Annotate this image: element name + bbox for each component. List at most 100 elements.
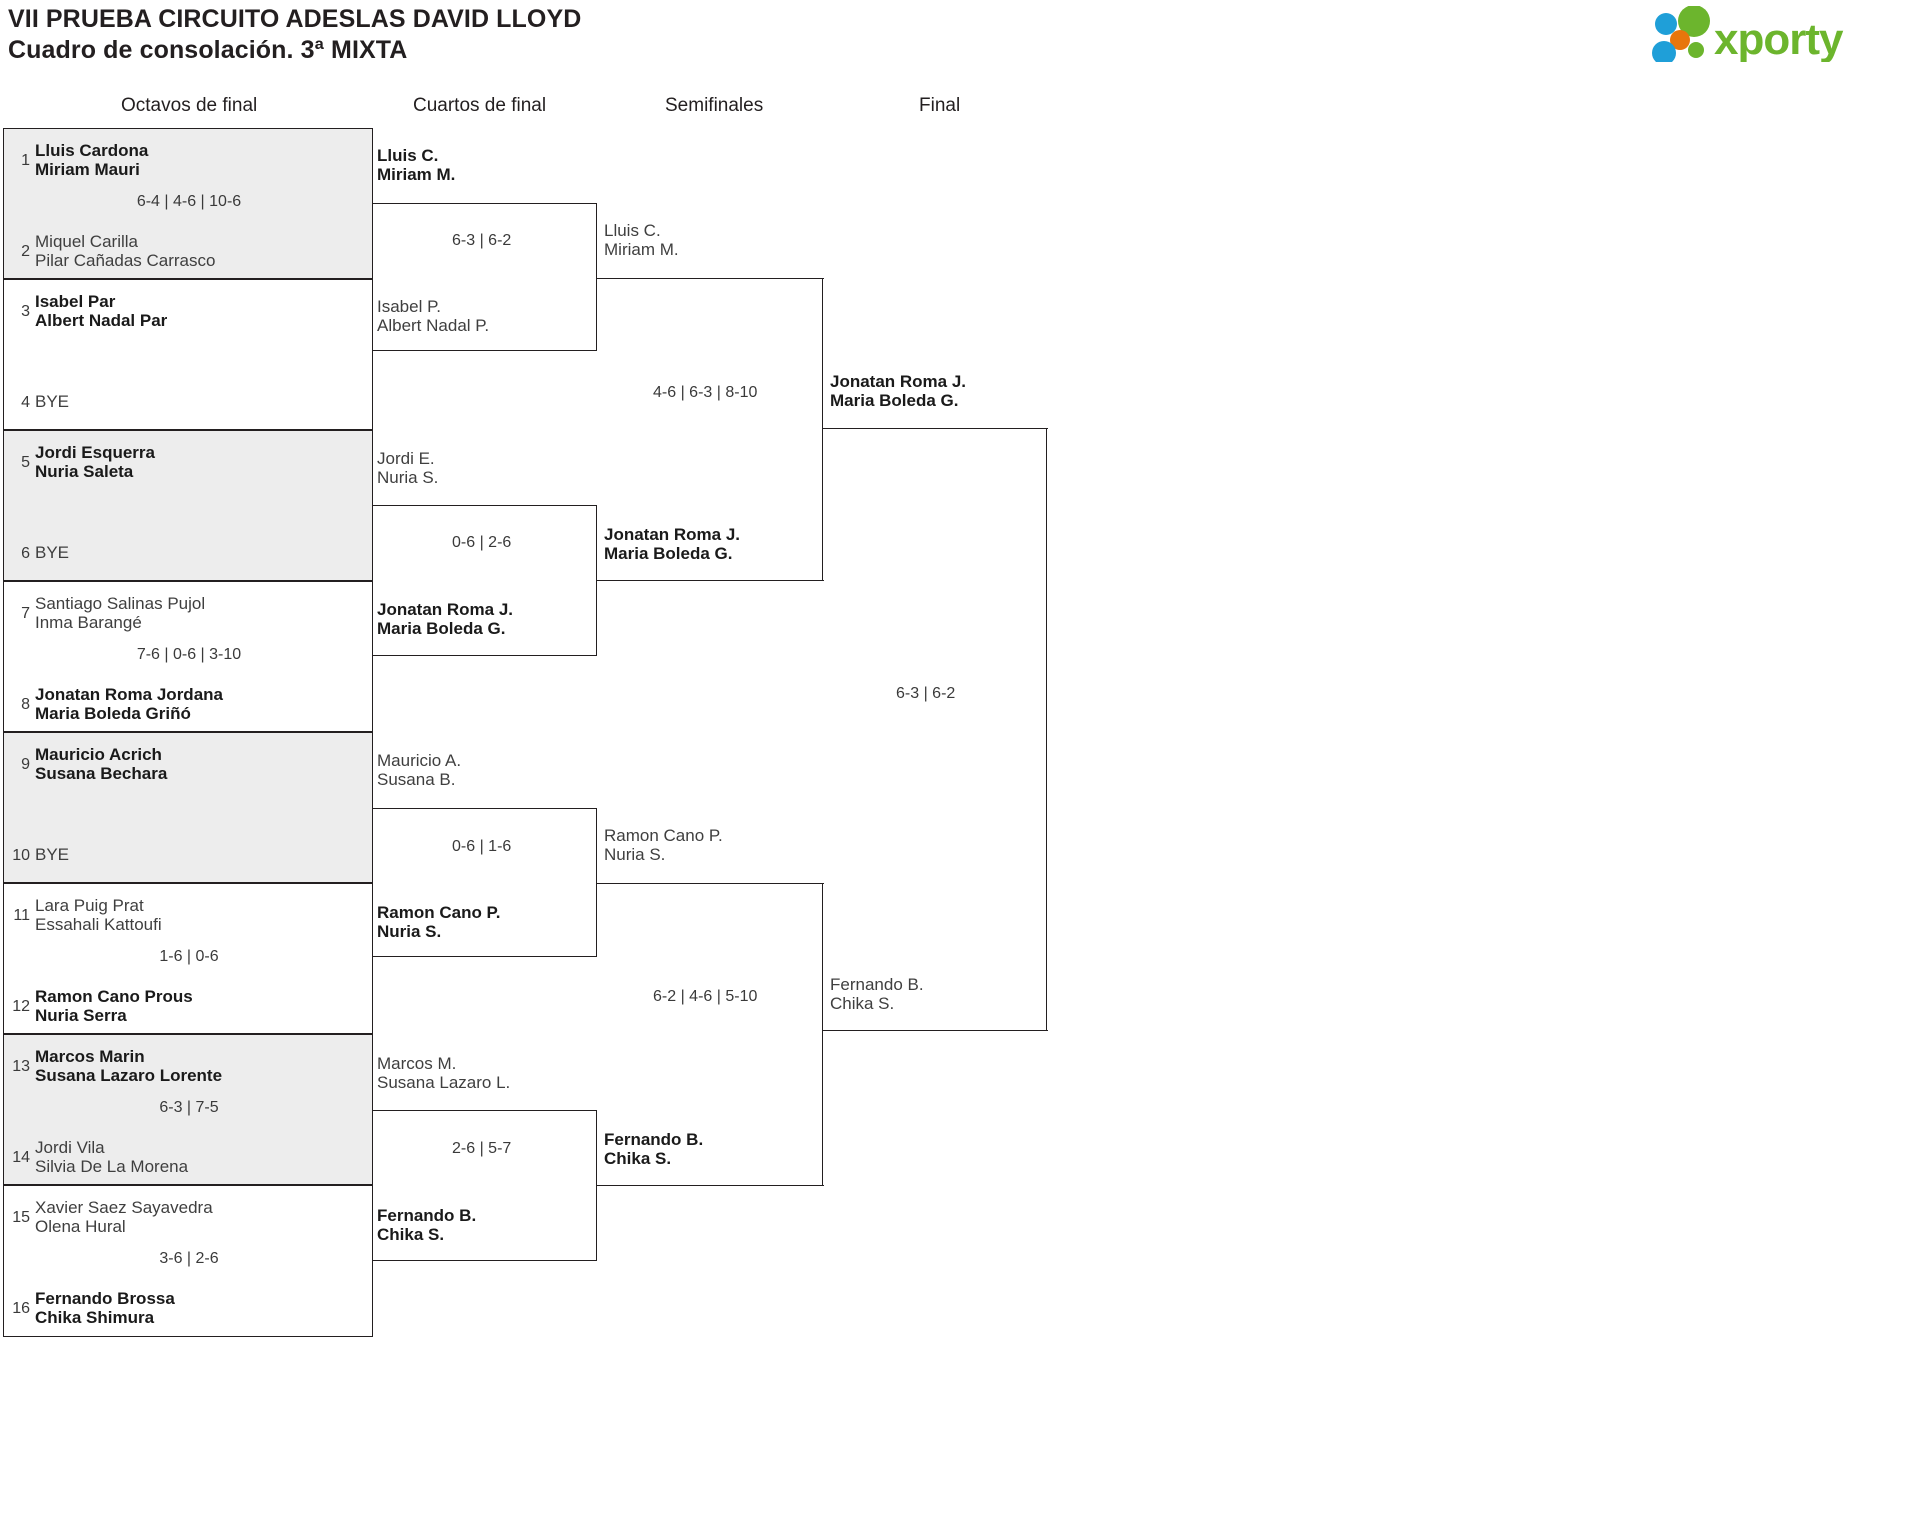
match-score: 1-6 | 0-6 (159, 948, 219, 965)
qf1-top-line (373, 203, 597, 204)
player-name: Nuria Saleta (35, 462, 134, 481)
match-score: 6-4 | 4-6 | 10-6 (136, 193, 242, 210)
player-name: Pilar Cañadas Carrasco (35, 251, 216, 270)
player-name: Silvia De La Morena (35, 1157, 189, 1176)
final-player-name: Maria Boleda G. (830, 391, 959, 410)
r16-match-2[interactable]: 3 Isabel Par Albert Nadal Par 4 BYE (3, 279, 373, 430)
qf-match-score: 2-6 | 5-7 (452, 1140, 512, 1157)
player-name: Inma Barangé (35, 613, 142, 632)
player-name: Lluis Cardona (35, 141, 149, 160)
seed-number: 4 (21, 394, 30, 411)
logo-dot-blue-top (1655, 13, 1677, 35)
qf-player-name: Chika S. (377, 1225, 445, 1244)
logo-dot-green-large (1678, 6, 1710, 37)
qf-player-name: Marcos M. (377, 1054, 457, 1073)
player-name: Xavier Saez Sayavedra (35, 1198, 213, 1217)
sf-player-name: Fernando B. (604, 1130, 704, 1149)
r16-match-5[interactable]: 9 Mauricio Acrich Susana Bechara 10 BYE (3, 732, 373, 883)
player-name: Ramon Cano Prous (35, 987, 193, 1006)
sf-match-score: 4-6 | 6-3 | 8-10 (653, 384, 758, 401)
seed-number: 7 (21, 605, 30, 622)
sf2-top-line (596, 883, 824, 884)
qf3-right-line (596, 808, 597, 957)
player-name: Fernando Brossa (35, 1289, 175, 1308)
r16-match-7[interactable]: 13 Marcos Marin Susana Lazaro Lorente 6-… (3, 1034, 373, 1185)
sf2-right-line (822, 883, 823, 1186)
sf1-top-line (596, 278, 824, 279)
sf-player-name: Nuria S. (604, 845, 666, 864)
player-name: Susana Lazaro Lorente (35, 1066, 223, 1085)
player-name: Essahali Kattoufi (35, 915, 162, 934)
player-name: Miriam Mauri (35, 160, 140, 179)
page-header: VII PRUEBA CIRCUITO ADESLAS DAVID LLOYD … (0, 0, 1920, 70)
qf-match-score: 0-6 | 1-6 (452, 838, 512, 855)
final-right-line (1046, 428, 1047, 1031)
qf1-bottom-line (373, 350, 597, 351)
qf2-bottom-line (373, 655, 597, 656)
final-player-name: Chika S. (830, 994, 895, 1013)
sf-player-name: Chika S. (604, 1149, 672, 1168)
sf1-right-line (822, 278, 823, 581)
player-name: Jordi Esquerra (35, 443, 155, 462)
seed-number: 8 (21, 696, 30, 713)
round-header-cuartos: Cuartos de final (413, 95, 547, 116)
qf-player-name: Albert Nadal P. (377, 316, 490, 335)
qf-player-name: Susana B. (377, 770, 456, 789)
qf-player-name: Nuria S. (377, 468, 439, 487)
player-name: Santiago Salinas Pujol (35, 594, 206, 613)
player-name: Susana Bechara (35, 764, 168, 783)
seed-number: 12 (12, 998, 30, 1015)
qf2-top-line (373, 505, 597, 506)
player-name: Jonatan Roma Jordana (35, 685, 223, 704)
logo-graphic: xporty (1652, 6, 1845, 62)
player-name: Marcos Marin (35, 1047, 145, 1066)
player-name: Miquel Carilla (35, 232, 138, 251)
sf-player-name: Lluis C. (604, 221, 661, 240)
qf-player-name: Jordi E. (377, 449, 435, 468)
seed-number: 2 (21, 243, 30, 260)
qf-player-name: Lluis C. (377, 146, 439, 165)
seed-number: 16 (12, 1300, 30, 1317)
qf3-top-line (373, 808, 597, 809)
sf-player-name: Jonatan Roma J. (604, 525, 741, 544)
r16-match-3[interactable]: 5 Jordi Esquerra Nuria Saleta 6 BYE (3, 430, 373, 581)
qf3-bottom-line (373, 956, 597, 957)
qf-player-name: Jonatan Roma J. (377, 600, 514, 619)
seed-number: 1 (21, 152, 30, 169)
seed-number: 15 (12, 1209, 30, 1226)
player-name: BYE (35, 392, 70, 411)
r16-match-8[interactable]: 15 Xavier Saez Sayavedra Olena Hural 3-6… (3, 1185, 373, 1337)
r16-match-1[interactable]: 1 Lluis Cardona Miriam Mauri 6-4 | 4-6 |… (3, 128, 373, 279)
qf-match-score: 6-3 | 6-2 (452, 232, 512, 249)
round-header-octavos: Octavos de final (121, 95, 258, 116)
player-name: Albert Nadal Par (35, 311, 168, 330)
player-name: Mauricio Acrich (35, 745, 162, 764)
qf-match-score: 0-6 | 2-6 (452, 534, 512, 551)
r16-match-4[interactable]: 7 Santiago Salinas Pujol Inma Barangé 7-… (3, 581, 373, 732)
sf-player-name: Maria Boleda G. (604, 544, 733, 563)
qf4-top-line (373, 1110, 597, 1111)
seed-number: 6 (21, 545, 30, 562)
player-name: Lara Puig Prat (35, 896, 144, 915)
player-name: BYE (35, 845, 70, 864)
final-top-line (822, 428, 1048, 429)
r16-match-6[interactable]: 11 Lara Puig Prat Essahali Kattoufi 1-6 … (3, 883, 373, 1034)
sf-player-name: Miriam M. (604, 240, 679, 259)
qf-player-name: Miriam M. (377, 165, 456, 184)
qf-player-name: Nuria S. (377, 922, 442, 941)
xporty-logo: xporty (1650, 6, 1900, 62)
sf2-bottom-line (596, 1185, 824, 1186)
seed-number: 5 (21, 454, 30, 471)
player-name: Nuria Serra (35, 1006, 127, 1025)
round-header-semifinales: Semifinales (665, 95, 764, 116)
qf-player-name: Isabel P. (377, 297, 441, 316)
match-score: 3-6 | 2-6 (159, 1250, 219, 1267)
sf-match-score: 6-2 | 4-6 | 5-10 (653, 988, 758, 1005)
qf4-bottom-line (373, 1260, 597, 1261)
player-name: Maria Boleda Griñó (35, 704, 191, 723)
bracket-subtitle: Cuadro de consolación. 3ª MIXTA (8, 36, 408, 64)
final-match-score: 6-3 | 6-2 (896, 685, 956, 702)
logo-wordmark: xporty (1714, 15, 1844, 62)
match-score: 7-6 | 0-6 | 3-10 (136, 646, 242, 663)
